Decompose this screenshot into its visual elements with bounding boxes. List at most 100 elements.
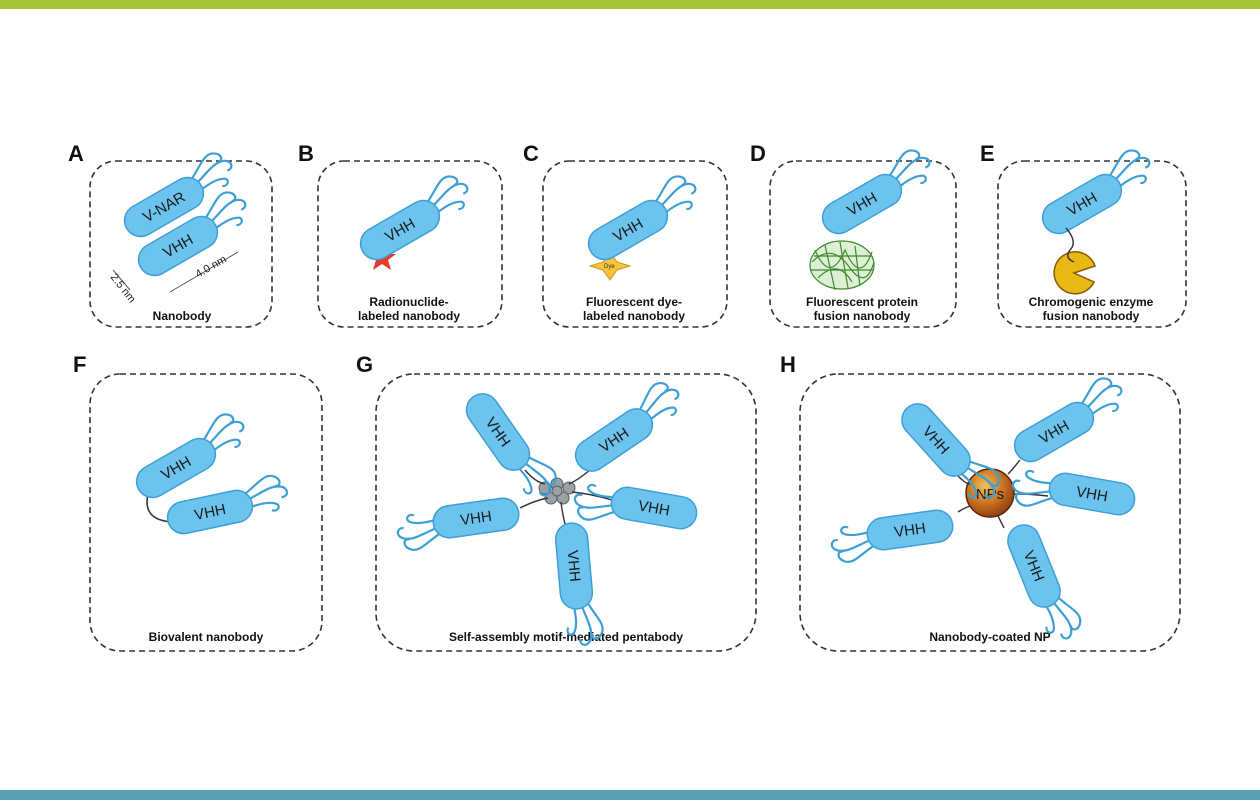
- cdr-loops: [427, 175, 469, 215]
- chromogenic-enzyme-icon: [1053, 251, 1096, 295]
- panel-letter-b: B: [298, 141, 314, 166]
- caption-line: labeled nanobody: [582, 309, 685, 323]
- cdr-loops: [203, 413, 245, 453]
- panel-frame-d: [769, 160, 957, 328]
- panel-caption-d: Fluorescent protein fusion nanobody: [770, 295, 954, 323]
- nanoparticle-label: NPs: [976, 486, 1004, 503]
- panel-frame-b: [317, 160, 503, 328]
- domain-body: [359, 199, 441, 261]
- domain-body: [135, 437, 217, 499]
- panel-borders: [89, 160, 1187, 652]
- cdr-loops: [830, 525, 874, 564]
- pentabody-linker: [524, 469, 546, 485]
- pentabody-linker: [568, 469, 591, 485]
- cdr-loops: [1109, 149, 1151, 189]
- vhh-domain-h2: VHH: [1013, 377, 1123, 463]
- domain-body: [901, 403, 971, 477]
- vhh-domain-g2: VHH: [574, 382, 680, 472]
- vhh-domain-g3: VHH: [573, 483, 698, 530]
- domain-body: [866, 509, 954, 551]
- vhh-domain-f1: VHH: [135, 413, 245, 499]
- domain-body: [1048, 472, 1136, 516]
- cdr-loops: [1011, 469, 1055, 507]
- cdr-loops: [889, 149, 931, 189]
- panel-frame-h: [799, 373, 1181, 652]
- panel-caption-h: Nanobody-coated NP: [800, 630, 1180, 644]
- vhh-domain-h4: VHH: [830, 509, 954, 564]
- cdr-loops: [573, 483, 617, 521]
- cdr-loops: [516, 456, 557, 497]
- cdr-loops: [1043, 597, 1082, 640]
- panel-letter-f: F: [73, 352, 87, 377]
- panel-letter-h: H: [780, 352, 796, 377]
- self-assembly-motif-icon: [538, 477, 576, 505]
- vhh-domain-e: VHH: [1041, 149, 1151, 235]
- vhh-domain-d: VHH: [821, 149, 931, 235]
- panel-caption-a: Nanobody: [92, 309, 272, 323]
- panel-caption-g: Self-assembly motif-mediated pentabody: [376, 630, 756, 644]
- domain-body: [1041, 173, 1123, 235]
- caption-line: Self-assembly motif-mediated pentabody: [448, 630, 684, 644]
- dye-label: Dye: [604, 264, 615, 270]
- panel-caption-e: Chromogenic enzyme fusion nanobody: [998, 295, 1184, 323]
- domain-body: [1013, 401, 1095, 463]
- panel-letter-c: C: [523, 141, 539, 166]
- panel-frame-e: [997, 160, 1187, 328]
- domain-body: [554, 522, 594, 610]
- cdr-loops: [566, 603, 604, 646]
- np-linker: [957, 505, 971, 513]
- domain-body: [137, 215, 219, 277]
- caption-line: Fluorescent protein: [805, 295, 918, 309]
- vhh-domain-f2: VHH: [166, 474, 289, 535]
- caption-line: labeled nanobody: [357, 309, 460, 323]
- domain-body: [610, 486, 698, 530]
- caption-line: fusion nanobody: [1042, 309, 1140, 323]
- cdr-loops: [245, 474, 289, 512]
- cdr-loops: [205, 191, 247, 231]
- vhh-domain-a: VHH: [137, 191, 247, 277]
- panel-frame-g: [375, 373, 757, 652]
- vhh-domain-g1: VHH: [465, 393, 557, 497]
- fluorescent-dye-icon: Dye: [588, 251, 632, 281]
- vhh-domain-g4: VHH: [396, 497, 520, 552]
- domain-label: VHH: [459, 508, 493, 529]
- vhh-domain-h3: VHH: [1011, 469, 1136, 516]
- cdr-loops: [396, 513, 440, 552]
- panel-letter-g: G: [356, 352, 374, 377]
- cdr-loops: [639, 382, 680, 423]
- caption-line: Radionuclide-: [369, 295, 449, 309]
- panel-letter-e: E: [980, 141, 995, 166]
- panel-caption-c: Fluorescent dye- labeled nanobody: [543, 295, 725, 323]
- caption-line: Nanobody: [152, 309, 212, 323]
- domain-body: [123, 176, 205, 238]
- caption-line: Chromogenic enzyme: [1028, 295, 1154, 309]
- caption-line: Biovalent nanobody: [148, 630, 264, 644]
- domain-label: VHH: [1075, 483, 1109, 505]
- np-linker: [1007, 459, 1021, 475]
- domain-label: VHH: [637, 497, 671, 519]
- enzyme-linker: [1065, 227, 1075, 263]
- domain-body: [432, 497, 520, 539]
- panel-letter-d: D: [750, 141, 766, 166]
- panel-frame-a: [89, 160, 273, 328]
- panel-caption-f: Biovalent nanobody: [90, 630, 322, 644]
- caption-line: Nanobody-coated NP: [929, 630, 1051, 644]
- domain-body: [166, 489, 254, 535]
- domain-body: [821, 173, 903, 235]
- panel-letter-a: A: [68, 141, 84, 166]
- dimension-length-label: 4.0 nm: [194, 253, 229, 280]
- vhh-domain-h1: VHH: [901, 403, 1001, 499]
- vhh-domain-b: VHH: [359, 175, 469, 261]
- caption-line: Fluorescent dye-: [585, 295, 683, 309]
- vhh-domain-c: VHH: [587, 175, 697, 261]
- gfp-barrel-icon: [809, 240, 875, 291]
- caption-line: fusion nanobody: [813, 309, 911, 323]
- domain-label: VHH: [193, 501, 228, 524]
- top-accent-bar: [0, 0, 1260, 9]
- domain-label: VHH: [564, 550, 584, 583]
- domain-body: [1007, 524, 1061, 608]
- domain-label: VHH: [893, 520, 927, 541]
- vhh-domain-h5: VHH: [1007, 524, 1082, 640]
- domain-body: [574, 408, 654, 472]
